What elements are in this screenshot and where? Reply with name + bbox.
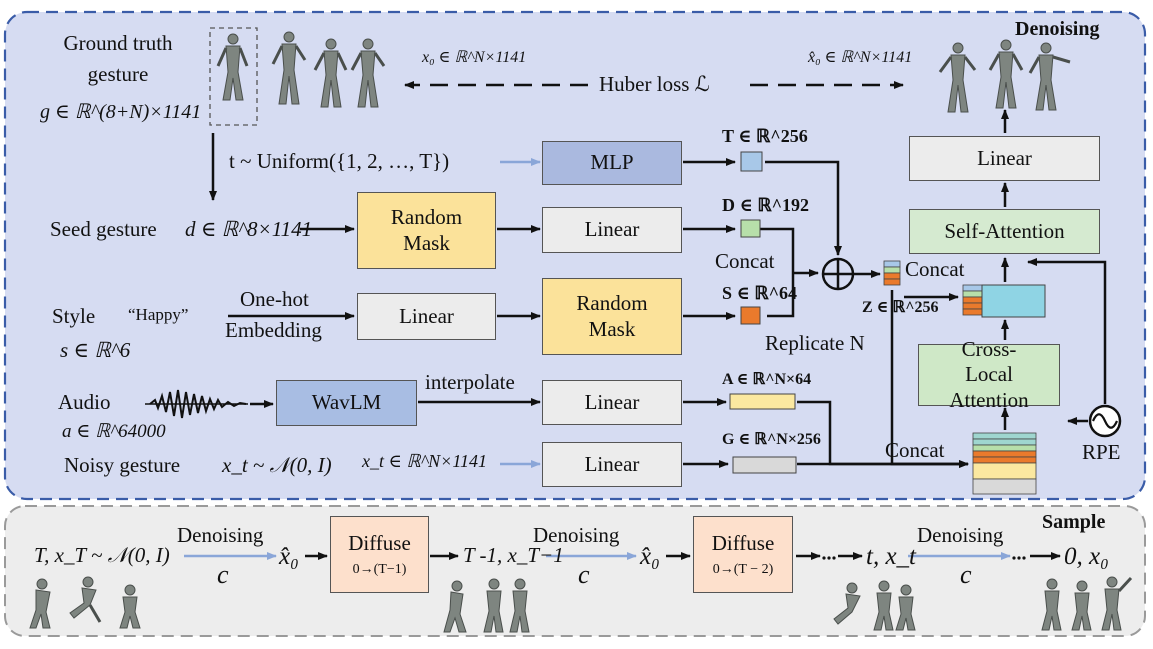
out-figure-2 xyxy=(988,39,1024,109)
diffuse-1-sub: 0→(T−1) xyxy=(352,561,407,577)
sample-figure-4 xyxy=(443,580,467,633)
audio-math: a ∈ ℝ^64000 xyxy=(62,421,166,442)
out-figure-3 xyxy=(1028,42,1071,111)
sample-x0hat-2: x̂₀ xyxy=(640,543,660,570)
concat-label-2: Concat xyxy=(905,257,965,281)
sample-c-1: c xyxy=(217,560,229,589)
sample-figure-3 xyxy=(119,584,141,629)
seed-random-mask-box: Random Mask xyxy=(357,192,496,269)
style-linear-box: Linear xyxy=(357,293,496,340)
output-linear-box: Linear xyxy=(909,136,1100,181)
audio-waveform xyxy=(145,389,248,419)
sample-denoising-2: Denoising xyxy=(533,523,620,547)
sample-figure-2 xyxy=(69,576,102,623)
gt-figure-3 xyxy=(313,38,348,108)
D-feature-label: D ∈ ℝ^192 xyxy=(722,195,810,215)
seed-label: Seed gesture xyxy=(50,217,157,241)
audio-linear-box: Linear xyxy=(542,380,682,425)
wavlm-box: WavLM xyxy=(276,380,417,426)
D-feature-block xyxy=(740,219,761,238)
sample-title: Sample xyxy=(1042,511,1106,533)
diffuse-1-title: Diffuse xyxy=(348,530,411,555)
rpe-label: RPE xyxy=(1082,440,1121,464)
audio-label: Audio xyxy=(58,390,111,414)
gt-math: g ∈ ℝ^(8+N)×1141 xyxy=(40,101,202,123)
sample-figure-6 xyxy=(509,578,530,633)
noisy-linear-box: Linear xyxy=(542,442,682,487)
A-feature-block xyxy=(729,393,796,410)
noisy-dist: x_t ~ 𝒩(0, I) xyxy=(222,453,332,477)
timestep-expr: t ~ Uniform({1, 2, …, T}) xyxy=(229,149,450,173)
sample-start: T, x_T ~ 𝒩(0, I) xyxy=(34,543,170,567)
huber-center: Huber loss ℒ xyxy=(599,72,710,96)
condition-stack xyxy=(972,432,1037,495)
G-feature-block xyxy=(732,456,797,474)
denoising-title: Denoising xyxy=(1015,18,1100,40)
style-quote: “Happy” xyxy=(128,305,189,324)
gt-label-line2: gesture xyxy=(87,62,149,86)
sample-x0hat-1: x̂₀ xyxy=(279,543,299,570)
seed-math: d ∈ ℝ^8×1141 xyxy=(185,217,313,241)
T-feature-label: T ∈ ℝ^256 xyxy=(722,126,808,146)
noisy-label: Noisy gesture xyxy=(64,453,181,477)
sample-tx: t, x_t xyxy=(866,543,916,570)
style-random-mask-box: Random Mask xyxy=(542,278,682,355)
gt-figure-2 xyxy=(271,31,307,105)
sample-end: 0, x₀ xyxy=(1064,543,1109,570)
sample-c-3: c xyxy=(960,560,972,589)
sample-figure-8 xyxy=(873,580,894,631)
sample-figure-9 xyxy=(895,584,916,631)
rpe-to-self-arrow xyxy=(1027,258,1107,404)
self-attention-box: Self-Attention xyxy=(909,209,1100,254)
onehot-line2: Embedding xyxy=(225,318,322,342)
denoising-panel xyxy=(3,10,1147,501)
sample-figure-5 xyxy=(483,578,504,633)
diffuse-box-2: Diffuse 0→(T − 2) xyxy=(693,516,793,593)
sample-figure-1 xyxy=(29,578,51,629)
cross-local-attention-box: Cross-Local Attention xyxy=(918,337,1060,412)
sample-denoising-1: Denoising xyxy=(177,523,264,547)
gt-figure-4 xyxy=(350,38,386,108)
huber-left: x₀ ∈ ℝ^N×1141 xyxy=(422,49,527,66)
diffuse-2-title: Diffuse xyxy=(711,530,775,555)
T-feature-block xyxy=(740,151,763,172)
seed-linear-box: Linear xyxy=(542,207,682,253)
Z-feature-label: Z ∈ ℝ^256 xyxy=(862,299,939,316)
replicate-label: Replicate N xyxy=(765,331,865,355)
onehot-line1: One-hot xyxy=(240,287,309,311)
sample-figure-11 xyxy=(1071,580,1092,631)
S-feature-block xyxy=(740,306,761,325)
x-feature-block xyxy=(981,284,1046,318)
mlp-box: MLP xyxy=(542,141,682,185)
sample-panel xyxy=(4,505,1146,637)
concat-label-1: Concat xyxy=(715,249,775,273)
S-feature-label: S ∈ ℝ^64 xyxy=(722,283,798,303)
gt-label-line1: Ground truth xyxy=(63,31,173,55)
concat-label-3: Concat xyxy=(885,438,945,462)
sample-figure-12 xyxy=(1101,576,1133,631)
A-feature-label: A ∈ ℝ^N×64 xyxy=(722,371,812,388)
sample-c-2: c xyxy=(578,560,590,589)
G-feature-label: G ∈ ℝ^N×256 xyxy=(722,431,821,448)
style-label: Style xyxy=(52,304,96,328)
huber-right: x̂₀ ∈ ℝ^N×1141 xyxy=(808,49,913,66)
sample-figure-7 xyxy=(833,582,861,625)
diffuse-box-1: Diffuse 0→(T−1) xyxy=(330,516,429,593)
gt-figure-1 xyxy=(216,33,249,101)
style-math: s ∈ ℝ^6 xyxy=(60,338,131,362)
out-figure-1 xyxy=(938,42,977,113)
T-to-sum-arrow xyxy=(765,160,842,256)
sample-mid: T -1, x_T−1 xyxy=(463,543,564,567)
sample-denoising-3: Denoising xyxy=(917,523,1004,547)
noisy-math: x_t ∈ ℝ^N×1141 xyxy=(362,451,487,471)
sample-figure-10 xyxy=(1041,578,1062,631)
interpolate-label: interpolate xyxy=(425,370,515,394)
diffuse-2-sub: 0→(T − 2) xyxy=(712,561,774,577)
